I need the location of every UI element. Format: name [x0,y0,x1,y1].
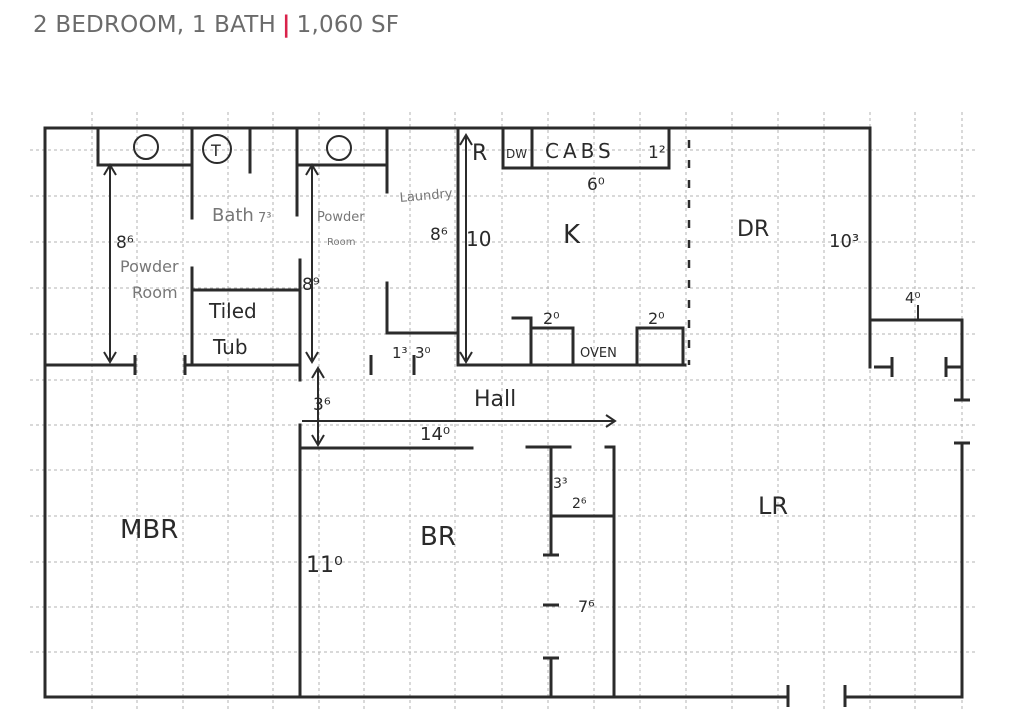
unit-summary-header: 2 BEDROOM, 1 BATH|1,060 SF [33,12,399,38]
bed-bath-label: 2 BEDROOM, 1 BATH [33,12,277,38]
dim-laundry-small: 1³ [392,344,408,362]
toilet-label: T [210,141,221,160]
powder-room-right-label: Powder [317,210,365,225]
room-labels: MBR BR LR DR K Hall Bath Powder Room Pow… [120,186,788,552]
tiled-tub-label-2: Tub [212,335,248,359]
toilet-icon [202,134,232,164]
dim-cabs-length: 6⁰ [587,175,605,195]
sink-icon [133,134,159,160]
hall-label: Hall [474,387,516,412]
door-ticks [133,355,970,707]
dim-dr-height: 10³ [829,231,859,252]
kitchen-fixture-labels: R DW CABS OVEN [472,139,617,361]
laundry-label: Laundry [399,186,453,206]
dim-kitchen-height: 10 [466,227,491,251]
kitchen-label: K [563,220,581,250]
dim-closet-height: 3³ [553,476,568,492]
dim-entry-width: 4⁰ [905,289,921,307]
dining-room-label: DR [737,217,769,242]
dim-laundry-width: 3⁰ [415,344,431,362]
dim-bath-width: 7³ [258,211,271,226]
header-separator: | [282,12,291,38]
powder-room-left-label: Powder [120,257,179,276]
dim-hall-width: 3⁶ [313,395,331,415]
dishwasher-label: DW [506,147,527,161]
master-bedroom-label: MBR [120,515,178,545]
tiled-tub-label: Tiled [208,299,257,323]
living-room-label: LR [758,492,788,520]
dimension-labels: 8⁶ 7³ 8⁹ 8⁶ 10 1² 6⁰ 2⁰ 2⁰ 10³ 4⁰ 1³ 3⁰ … [116,143,921,616]
dim-right-powder-height: 8⁹ [302,275,320,295]
dim-counter-right: 2⁰ [648,309,665,328]
dim-counter-left: 2⁰ [543,309,560,328]
dim-closet-width: 2⁶ [572,496,587,512]
powder-room-left-label-2: Room [132,283,178,302]
dim-laundry-height: 8⁶ [430,225,448,245]
bath-label: Bath [212,205,254,226]
dim-cabs-depth: 1² [648,143,666,163]
dim-br-height: 11⁰ [306,553,343,578]
cabinets-label: CABS [545,139,615,163]
powder-room-right-label-2: Room [327,237,355,248]
fixtures [133,134,352,164]
refrigerator-label: R [472,141,487,166]
sink-icon [326,135,352,161]
dimension-lines [103,133,919,447]
dim-br-closet-length: 7⁶ [578,597,595,616]
bedroom-label: BR [420,522,456,552]
oven-label: OVEN [580,346,617,361]
dim-left-powder-height: 8⁶ [116,233,134,253]
dim-hall-length: 14⁰ [420,424,450,445]
square-footage-label: 1,060 SF [296,12,400,38]
graph-paper-grid [30,112,975,712]
